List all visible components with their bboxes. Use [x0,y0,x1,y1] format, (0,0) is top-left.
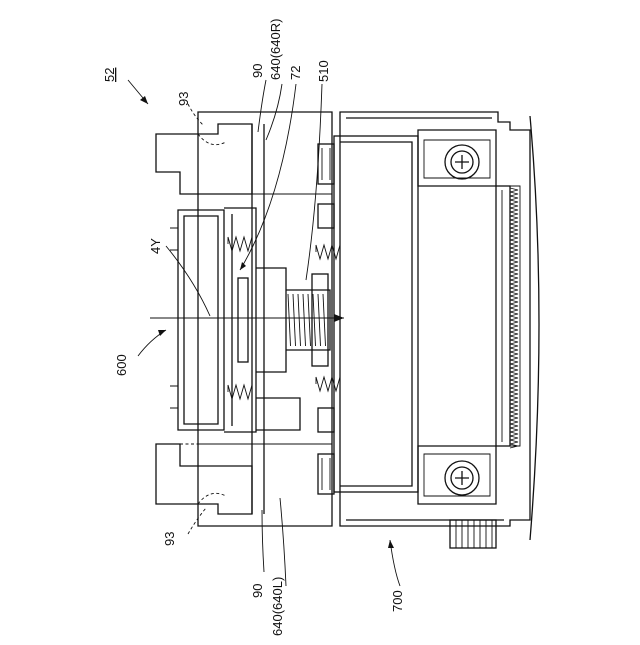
label-52: 52 [102,68,117,82]
label-90-bottom: 90 [250,584,265,598]
knob [450,520,496,548]
gear-strip [496,186,520,446]
screw-thread [288,294,326,346]
label-600: 600 [114,354,129,376]
cover-700 [334,112,539,548]
reference-labels: 52 93 90 640(640R) 72 510 4Y 600 93 90 6… [102,19,405,636]
screw-510 [286,274,330,366]
label-4Y: 4Y [148,238,163,254]
gear-teeth [510,188,518,448]
label-90-top: 90 [250,64,265,78]
label-640L: 640(640L) [270,577,285,636]
label-510: 510 [316,60,331,82]
label-93-bottom: 93 [162,532,177,546]
axis-4y [150,314,344,322]
label-72: 72 [288,66,303,80]
holder-640 [156,112,334,526]
label-93-top: 93 [176,92,191,106]
label-640R: 640(640R) [268,19,283,80]
label-700: 700 [390,590,405,612]
